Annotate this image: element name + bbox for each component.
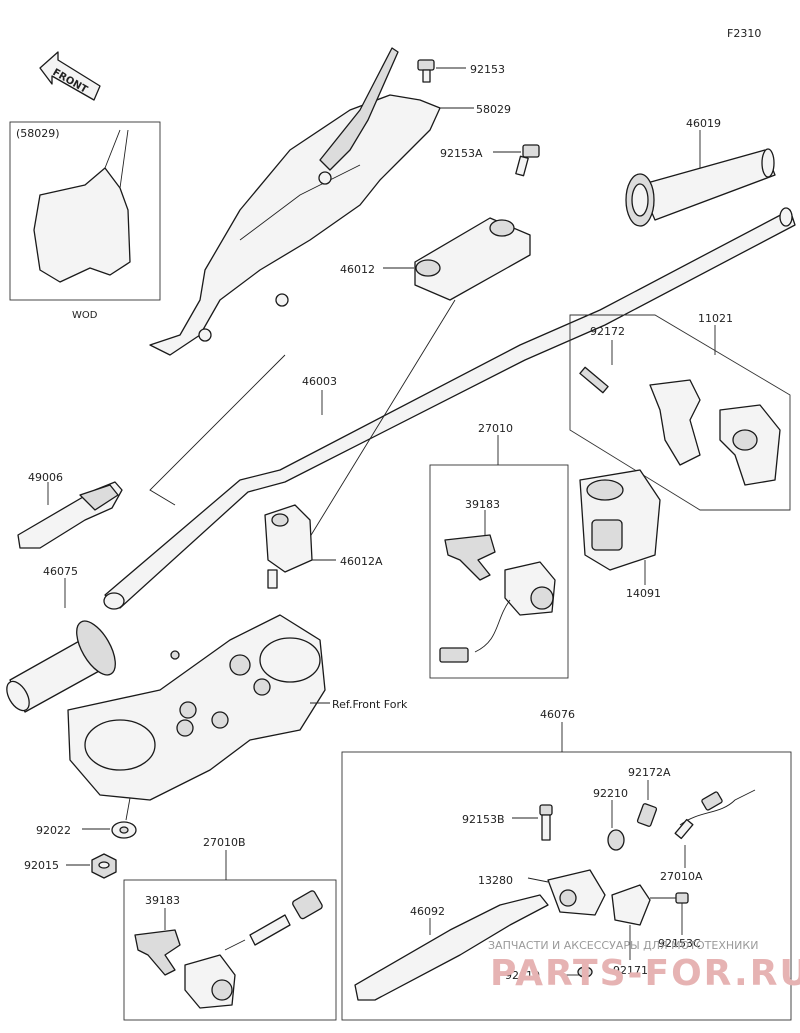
callout-39183-bottom: 39183: [145, 894, 180, 907]
figure-code: F2310: [727, 27, 761, 40]
switch-11021-group: [569, 314, 791, 511]
callout-46003: 46003: [302, 375, 337, 388]
callout-27010: 27010: [478, 422, 513, 435]
callout-46092: 46092: [410, 905, 445, 918]
number-plate-58029: [149, 47, 441, 356]
callout-92210: 92210: [593, 787, 628, 800]
watermark-tagline: ЗАПЧАСТИ И АКСЕССУАРЫ ДЛЯ МОТОТЕХНИКИ: [488, 939, 758, 952]
watermark-logo: PARTS-FOR.RU: [490, 953, 800, 994]
callout-46012: 46012: [340, 263, 375, 276]
callout-49006: 49006: [28, 471, 63, 484]
callout-92153C: 92153C: [658, 937, 701, 950]
wod-inset: (58029) WOD: [9, 121, 161, 321]
handlebar-46003: [103, 207, 796, 610]
wod-caption: WOD: [72, 310, 98, 321]
callout-92153A: 92153A: [440, 147, 483, 160]
callout-92171: 92171: [613, 964, 648, 977]
callout-27010B: 27010B: [203, 836, 246, 849]
cover-14091: [579, 469, 661, 585]
callout-92172A: 92172A: [628, 766, 671, 779]
bolt-92153: [417, 59, 466, 83]
callout-92153: 92153: [470, 63, 505, 76]
nut-92015: [66, 853, 117, 879]
callout-92172: 92172: [590, 325, 625, 338]
callout-13280: 13280: [478, 874, 513, 887]
callout-92022: 92022: [36, 824, 71, 837]
switch-27010-group: [429, 435, 569, 679]
clamp-46012A: [264, 504, 336, 589]
callout-46019: 46019: [686, 117, 721, 130]
triple-clamp: [67, 614, 330, 801]
callout-92019: 92019: [505, 969, 540, 982]
front-arrow-icon: FRONT: [39, 51, 101, 101]
wod-inset-title: (58029): [16, 127, 60, 140]
washer-92022: [82, 797, 137, 839]
callout-46075: 46075: [43, 565, 78, 578]
callout-39183-top: 39183: [465, 498, 500, 511]
callout-92153B: 92153B: [462, 813, 505, 826]
callout-92015: 92015: [24, 859, 59, 872]
switch-27010B-group: [123, 850, 337, 1021]
hand-guard-49006: [17, 481, 123, 549]
clamp-46012: [383, 217, 531, 301]
callout-46012A: 46012A: [340, 555, 383, 568]
bolt-92153A: [493, 144, 540, 177]
lever-46076-group: [341, 722, 792, 1021]
number-plate-wod: [33, 167, 131, 283]
callout-58029: 58029: [476, 103, 511, 116]
callout-11021: 11021: [698, 312, 733, 325]
callout-27010A: 27010A: [660, 870, 703, 883]
grip-46075: [6, 578, 116, 713]
callout-46076: 46076: [540, 708, 575, 721]
grip-46019: [625, 130, 776, 227]
ref-front-fork: Ref.Front Fork: [332, 698, 408, 711]
callout-14091: 14091: [626, 587, 661, 600]
